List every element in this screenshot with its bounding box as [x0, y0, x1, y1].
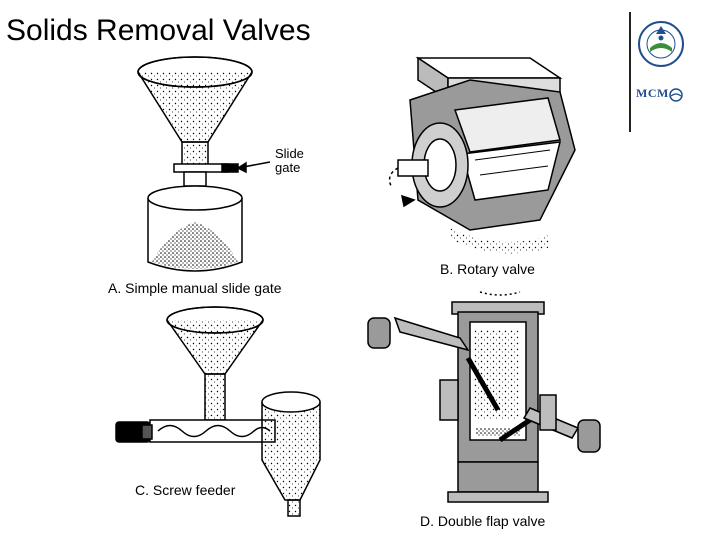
panel-b-rotary-valve — [388, 56, 576, 254]
slide-gate-callout-line1: Slide — [275, 146, 304, 161]
slide-gate-callout-line2: gate — [275, 160, 301, 175]
panel-a-caption: A. Simple manual slide gate — [108, 280, 282, 296]
logo-divider — [629, 12, 631, 132]
mcm-logo-icon — [669, 88, 683, 102]
panel-b-caption: B. Rotary valve — [440, 261, 535, 277]
panel-d-caption: D. Double flap valve — [420, 513, 546, 529]
panel-c-caption: C. Screw feeder — [135, 482, 236, 498]
panel-a-slide-gate — [137, 56, 271, 272]
slide-gate-callout: Slide gate — [275, 147, 304, 175]
panel-c-screw-feeder — [115, 306, 321, 517]
epa-seal-icon — [638, 21, 684, 67]
mcm-logo: MCM — [636, 86, 669, 100]
slide-title: Solids Removal Valves — [6, 14, 311, 47]
panel-d-double-flap-valve — [367, 291, 601, 503]
